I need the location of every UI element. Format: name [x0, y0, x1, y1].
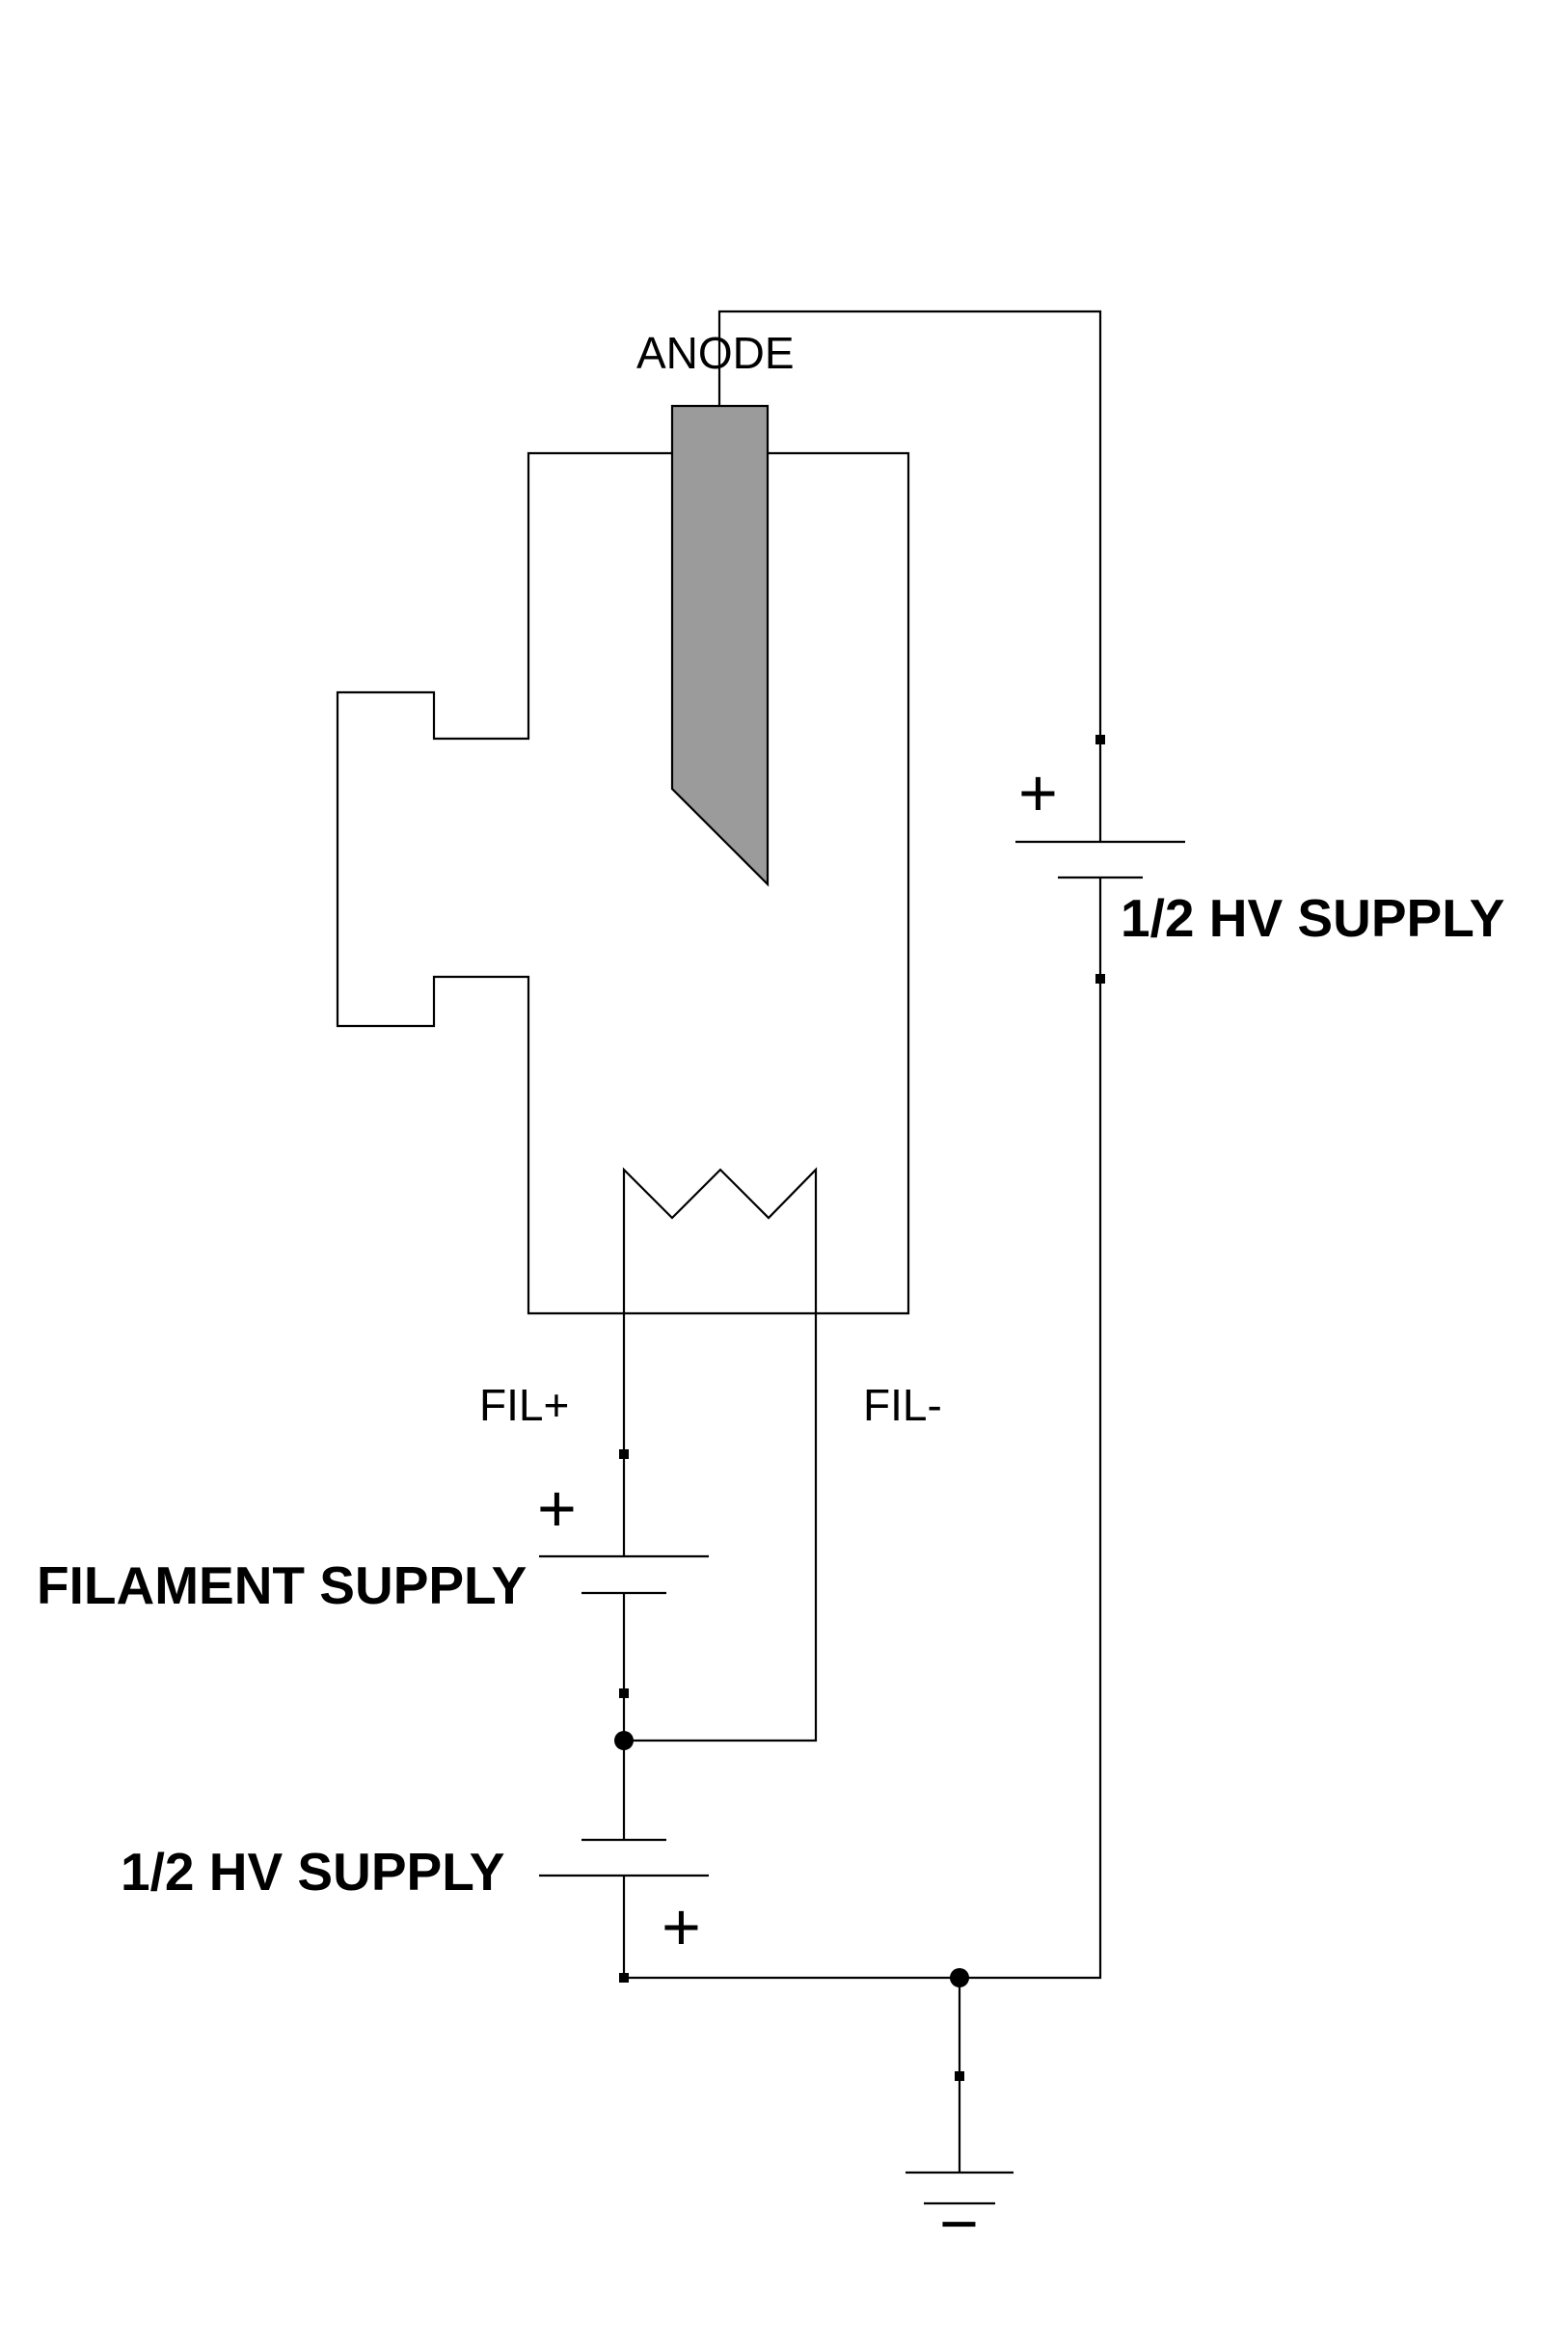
anode-label: ANODE: [636, 328, 795, 378]
right-return-wire: [960, 878, 1102, 1980]
filament-supply-plus-sign: +: [537, 1471, 577, 1546]
hv-top-plus-sign: +: [1018, 755, 1058, 830]
ground-terminal: [955, 2071, 964, 2081]
filament-supply-terminal: [619, 1688, 629, 1698]
tube-envelope: [336, 451, 910, 1315]
fil-plus-terminal: [619, 1449, 629, 1459]
filament-supply-label: FILAMENT SUPPLY: [37, 1555, 527, 1615]
filament-element: [622, 1167, 818, 1313]
fil-minus-wire: [624, 1313, 818, 1742]
hv-top-terminal-a: [1095, 735, 1105, 744]
anode-lead-wire: [717, 310, 1102, 842]
hv-bottom-label: 1/2 HV SUPPLY: [121, 1842, 504, 1902]
filament-junction-node: [614, 1731, 634, 1750]
hv-bottom-terminal: [619, 1973, 629, 1983]
fil-plus-label: FIL+: [479, 1380, 569, 1430]
anode-electrode: [670, 404, 770, 887]
hv-bottom-plus-sign: +: [662, 1889, 701, 1964]
fil-minus-label: FIL-: [863, 1380, 942, 1430]
hv-top-label: 1/2 HV SUPPLY: [1121, 888, 1504, 948]
ground-minus-sign: −: [939, 2186, 979, 2261]
